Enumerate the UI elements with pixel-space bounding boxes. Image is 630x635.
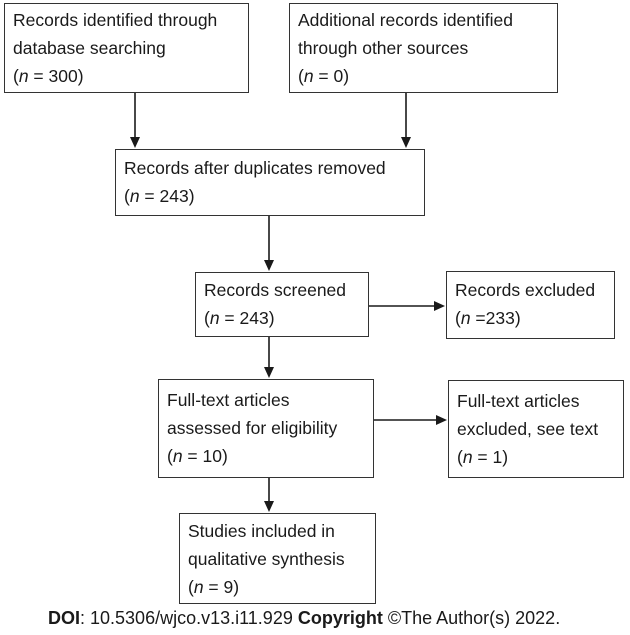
box-records-after-duplicates: Records after duplicates removed (n = 243… <box>115 149 425 216</box>
box-text-line: Studies included in <box>188 521 335 541</box>
box-records-excluded: Records excluded (n =233) <box>446 271 615 339</box>
copyright-label: Copyright <box>297 608 383 628</box>
box-count-line: (n = 243) <box>124 186 195 206</box>
box-text-line: Full-text articles <box>167 390 290 410</box>
box-fulltext-excluded: Full-text articles excluded, see text (n =… <box>448 380 624 478</box>
arrow-additional-to-duplicates-head <box>401 137 411 148</box>
box-fulltext-assessed: Full-text articles assessed for eligibili… <box>158 379 374 478</box>
doi-value: : 10.5306/wjco.v13.i11.929 <box>80 608 298 628</box>
box-text-line: Additional records identified <box>298 10 513 30</box>
arrow-screened-to-excluded-head <box>434 301 445 311</box>
box-count-line: (n = 1) <box>457 447 509 467</box>
box-text-line: Full-text articles <box>457 391 580 411</box>
box-text-line: Records screened <box>204 280 347 300</box>
box-count-line: (n = 300) <box>13 66 84 86</box>
box-text-line: Records after duplicates removed <box>124 158 386 178</box>
arrow-fulltext-to-included-head <box>264 501 274 512</box>
box-text-line: assessed for eligibility <box>167 418 338 438</box>
box-text-line: Records identified through <box>13 10 218 30</box>
box-text-line: excluded, see text <box>457 419 599 439</box>
box-additional-records: Additional records identified through oth… <box>289 3 558 93</box>
box-count-line: (n = 9) <box>188 577 240 597</box>
copyright-value: ©The Author(s) 2022. <box>382 608 561 628</box>
box-count-line: (n = 0) <box>298 66 350 86</box>
box-text-line: database searching <box>13 38 166 58</box>
arrow-duplicates-to-screened-head <box>264 260 274 271</box>
arrow-screened-to-fulltext-head <box>264 367 274 378</box>
box-count-line: (n = 243) <box>204 308 275 328</box>
box-text-line: qualitative synthesis <box>188 549 345 569</box>
box-records-identified: Records identified through database searc… <box>4 3 249 93</box>
arrow-identified-to-duplicates-head <box>130 137 140 148</box>
box-count-line: (n = 10) <box>167 446 228 466</box>
box-count-line: (n =233) <box>455 308 521 328</box>
arrow-fulltext-to-ftexcluded-head <box>436 415 447 425</box>
box-studies-included: Studies included in qualitative synthesis… <box>179 513 376 604</box>
doi-copyright-line: DOI: 10.5306/wjco.v13.i11.929 Copyright … <box>48 606 560 630</box>
box-records-screened: Records screened (n = 243) <box>195 272 369 337</box>
box-text-line: through other sources <box>298 38 469 58</box>
doi-label: DOI <box>48 608 81 628</box>
box-text-line: Records excluded <box>455 280 596 300</box>
